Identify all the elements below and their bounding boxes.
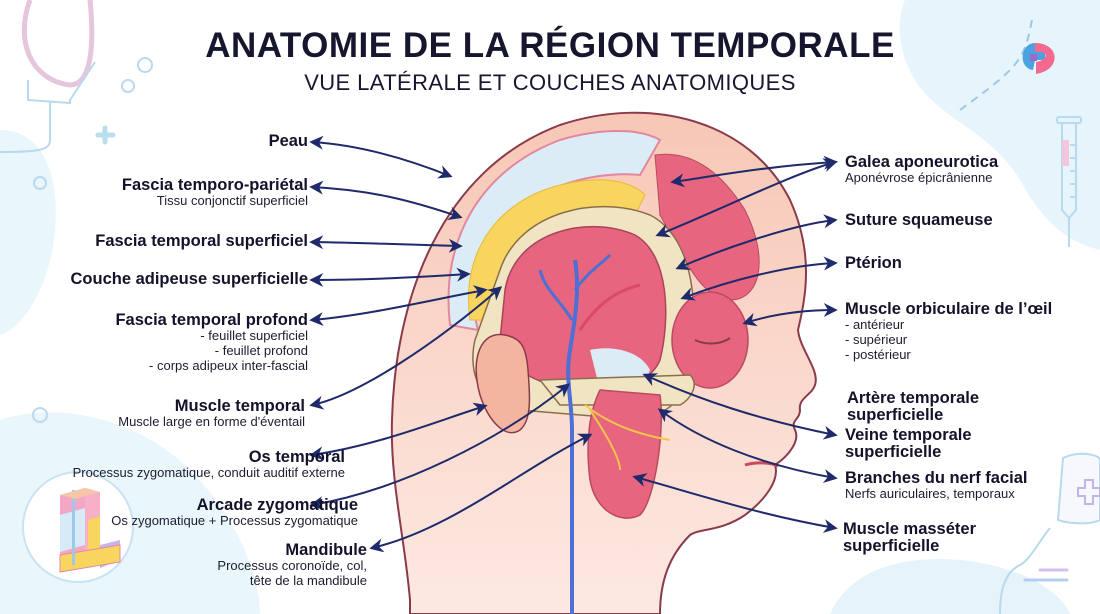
- brand-logo-icon: [1022, 43, 1055, 74]
- label-subtitle: tête de la mandibule: [249, 573, 367, 589]
- label-fascia-temporo-parietal: Fascia temporo-pariétal Tissu conjonctif…: [122, 176, 308, 209]
- decor-circle: [32, 407, 48, 423]
- label-title: Fascia temporal profond: [115, 311, 308, 329]
- label-muscle-temporal: Muscle temporal Muscle large en forme d'…: [118, 397, 305, 430]
- label-title: Ptérion: [845, 254, 902, 272]
- label-title-line: Muscle masséter: [843, 520, 976, 538]
- label-fascia-temporal-superficiel: Fascia temporal superficiel: [95, 232, 308, 250]
- superficial-temporal-artery: [578, 283, 641, 331]
- label-title: Arcade zygomatique: [196, 496, 358, 514]
- label-fascia-temporal-profond: Fascia temporal profond - feuillet super…: [115, 311, 308, 373]
- label-subtitle: - corps adipeux inter-fascial: [149, 357, 308, 373]
- label-subtitle: - feuillet superficiel: [200, 328, 308, 344]
- stethoscope-icon: [0, 0, 96, 153]
- label-artere-temporale: Artère temporale superficielle: [847, 390, 979, 423]
- label-subtitle: Aponévrose épicrânienne: [845, 170, 993, 186]
- orbicularis-muscle: [671, 291, 749, 389]
- blob-left: [0, 130, 56, 335]
- label-title: Branches du nerf facial: [845, 469, 1028, 487]
- label-title-line: Artère temporale: [847, 389, 980, 407]
- label-subtitle: Processus zygomatique, conduit auditif e…: [72, 465, 345, 481]
- label-title: Mandibule: [285, 541, 367, 559]
- plus-icon: [95, 125, 116, 145]
- label-title-line: Veine temporale: [845, 426, 972, 444]
- label-subtitle: Processus coronoïde, col,: [217, 558, 367, 574]
- label-title: Galea aponeurotica: [845, 153, 999, 171]
- label-subtitle: - feuillet profond: [214, 343, 308, 359]
- tissue-layers-inset-icon: [59, 488, 121, 573]
- label-galea-aponeurotica: Galea aponeurotica Aponévrose épicrânien…: [845, 153, 998, 186]
- label-subtitle: Tissu conjonctif superficiel: [156, 193, 308, 209]
- label-subtitle: - antérieur: [845, 317, 905, 333]
- label-title-line: superficielle: [847, 405, 944, 424]
- label-title: Fascia temporal superficiel: [95, 232, 308, 250]
- label-title-line: superficielle: [845, 442, 942, 461]
- decor-circle: [121, 79, 135, 93]
- label-subtitle: - postérieur: [845, 346, 911, 362]
- right-arrows: [632, 155, 838, 533]
- page-title: ANATOMIE DE LA RÉGION TEMPORALE: [205, 26, 895, 65]
- page-subtitle: VUE LATÉRALE ET COUCHES ANATOMIQUES: [304, 70, 796, 95]
- label-muscle-orbiculaire: Muscle orbiculaire de l’œil - antérieur …: [845, 300, 1052, 362]
- label-nerf-facial: Branches du nerf facial Nerfs auriculair…: [845, 469, 1027, 502]
- label-subtitle: Muscle large en forme d'éventail: [118, 414, 305, 430]
- medicine-cup-icon: [999, 452, 1100, 614]
- label-suture-squameuse: Suture squameuse: [845, 211, 993, 229]
- label-couche-adipeuse: Couche adipeuse superficielle: [71, 270, 309, 288]
- syringe-icon: [1056, 116, 1082, 247]
- left-arrows: [309, 135, 593, 553]
- decor-dashed-line: [959, 19, 1033, 111]
- label-title: Muscle temporal: [174, 397, 305, 415]
- label-pterion: Ptérion: [845, 254, 902, 272]
- label-veine-temporale: Veine temporale superficielle: [845, 427, 972, 460]
- label-peau: Peau: [269, 132, 308, 150]
- label-title: Couche adipeuse superficielle: [70, 270, 309, 288]
- label-os-temporal: Os temporal Processus zygomatique, condu…: [73, 448, 345, 481]
- decor-circle: [33, 176, 47, 190]
- label-title-line: superficielle: [843, 537, 940, 556]
- label-subtitle: Os zygomatique + Processus zygomatique: [111, 513, 358, 529]
- label-title: Muscle orbiculaire de l’œil: [845, 300, 1053, 318]
- label-mandibule: Mandibule Processus coronoïde, col, tête…: [217, 541, 367, 589]
- label-title: Peau: [268, 132, 308, 150]
- vein-branch: [538, 269, 574, 321]
- vein-branch: [573, 253, 612, 291]
- label-muscle-masseter: Muscle masséter superficielle: [843, 520, 976, 556]
- label-title: Os temporal: [248, 448, 345, 466]
- label-title: Fascia temporo-pariétal: [121, 176, 308, 194]
- label-subtitle: Nerfs auriculaires, temporaux: [845, 486, 1015, 502]
- closed-eye: [694, 337, 731, 345]
- decor-circle: [137, 57, 153, 73]
- label-arcade-zygomatique: Arcade zygomatique Os zygomatique + Proc…: [111, 496, 358, 529]
- label-title: Suture squameuse: [845, 211, 993, 229]
- label-subtitle: - supérieur: [845, 332, 908, 348]
